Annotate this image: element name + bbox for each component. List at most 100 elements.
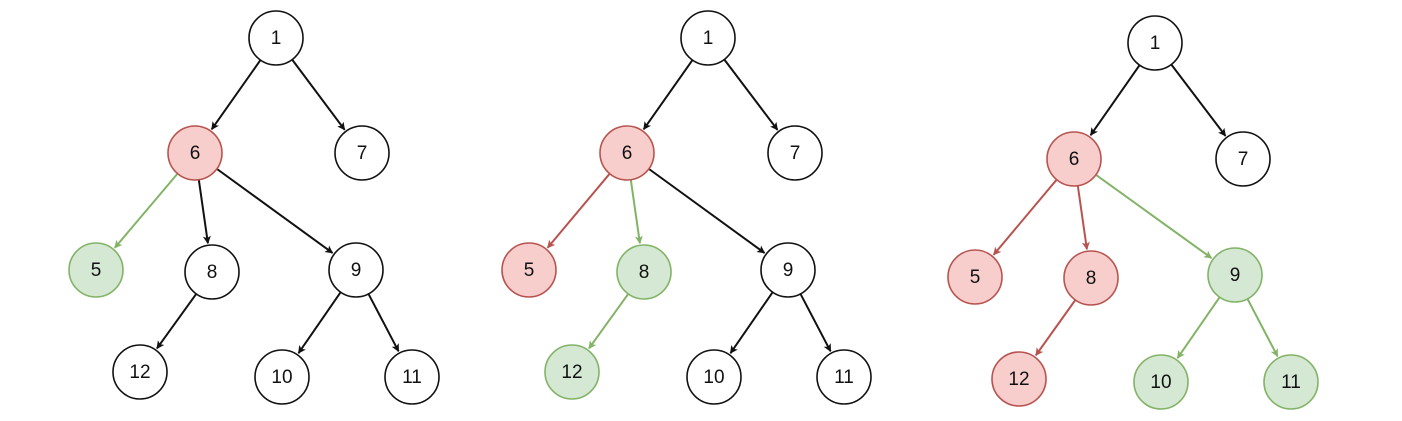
node-circle bbox=[1127, 15, 1183, 71]
node-label: 10 bbox=[703, 367, 724, 388]
edge-1-to-6 bbox=[210, 59, 262, 130]
tree-node-9: 9 bbox=[760, 242, 816, 298]
edge-1-to-7 bbox=[1170, 63, 1227, 137]
tree-diagram-1: 1 6 7 5 8 9 12 10 11 bbox=[68, 10, 440, 405]
node-circle bbox=[760, 242, 816, 298]
node-circle bbox=[1133, 354, 1189, 410]
tree-node-8: 8 bbox=[184, 244, 240, 300]
tree-node-10: 10 bbox=[1133, 354, 1189, 410]
edge-8-to-12 bbox=[156, 293, 198, 350]
tree-node-8: 8 bbox=[1063, 250, 1119, 306]
node-label: 8 bbox=[207, 262, 218, 283]
node-label: 5 bbox=[91, 260, 102, 281]
edge-6-to-9 bbox=[648, 168, 766, 254]
node-label: 11 bbox=[402, 367, 422, 388]
edge-1-to-6 bbox=[642, 59, 694, 130]
tree-node-9: 9 bbox=[328, 242, 384, 298]
tree-node-8: 8 bbox=[616, 244, 672, 300]
node-circle bbox=[167, 125, 223, 181]
node-circle bbox=[1263, 354, 1319, 410]
edge-6-to-5 bbox=[992, 179, 1058, 256]
node-label: 9 bbox=[783, 260, 794, 281]
node-label: 1 bbox=[271, 28, 282, 49]
node-circle bbox=[1063, 250, 1119, 306]
node-circle bbox=[947, 249, 1003, 305]
tree-node-5: 5 bbox=[947, 249, 1003, 305]
node-label: 10 bbox=[1150, 372, 1171, 393]
tree-node-9: 9 bbox=[1207, 247, 1263, 303]
node-label: 12 bbox=[561, 362, 582, 383]
edge-1-to-7 bbox=[291, 59, 346, 131]
node-label: 6 bbox=[622, 143, 633, 164]
edge-9-to-11 bbox=[1246, 298, 1279, 358]
tree-node-12: 12 bbox=[544, 344, 600, 400]
tree-node-1: 1 bbox=[680, 10, 736, 66]
node-label: 1 bbox=[1150, 33, 1161, 54]
edge-6-to-8 bbox=[197, 179, 211, 245]
tree-node-7: 7 bbox=[334, 125, 390, 181]
tree-node-6: 6 bbox=[1046, 131, 1102, 187]
tree-node-7: 7 bbox=[1215, 131, 1271, 187]
node-circle bbox=[334, 125, 390, 181]
edge-6-to-9 bbox=[216, 168, 334, 254]
node-circle bbox=[686, 349, 742, 405]
edge-9-to-10 bbox=[1176, 296, 1221, 359]
node-circle bbox=[184, 244, 240, 300]
node-circle bbox=[544, 344, 600, 400]
node-label: 12 bbox=[129, 362, 150, 383]
tree-node-12: 12 bbox=[991, 351, 1047, 407]
edge-9-to-11 bbox=[799, 293, 832, 353]
tree-node-5: 5 bbox=[501, 242, 557, 298]
tree-node-10: 10 bbox=[254, 349, 310, 405]
node-label: 10 bbox=[271, 367, 292, 388]
node-circle bbox=[599, 125, 655, 181]
node-circle bbox=[248, 10, 304, 66]
tree-node-6: 6 bbox=[599, 125, 655, 181]
tree-diagram-2: 1 6 7 5 8 9 12 10 11 bbox=[501, 10, 872, 405]
node-label: 8 bbox=[639, 262, 650, 283]
tree-node-11: 11 bbox=[816, 349, 872, 405]
node-circle bbox=[680, 10, 736, 66]
tree-diagram-3: 1 6 7 5 8 9 12 10 11 bbox=[947, 15, 1319, 410]
node-circle bbox=[816, 349, 872, 405]
node-circle bbox=[1215, 131, 1271, 187]
tree-node-11: 11 bbox=[1263, 354, 1319, 410]
node-label: 7 bbox=[357, 143, 368, 164]
edge-9-to-11 bbox=[367, 293, 400, 353]
node-label: 8 bbox=[1086, 268, 1097, 289]
tree-node-6: 6 bbox=[167, 125, 223, 181]
tree-node-10: 10 bbox=[686, 349, 742, 405]
edge-8-to-12 bbox=[588, 293, 630, 350]
node-label: 12 bbox=[1008, 369, 1029, 390]
node-label: 7 bbox=[790, 143, 801, 164]
edge-6-to-8 bbox=[1076, 185, 1090, 251]
node-label: 11 bbox=[834, 367, 854, 388]
node-circle bbox=[112, 344, 168, 400]
node-label: 1 bbox=[703, 28, 714, 49]
node-label: 5 bbox=[524, 260, 535, 281]
node-circle bbox=[1207, 247, 1263, 303]
edge-9-to-10 bbox=[297, 291, 342, 354]
node-label: 7 bbox=[1238, 149, 1249, 170]
node-label: 6 bbox=[190, 143, 201, 164]
edge-6-to-5 bbox=[546, 173, 611, 249]
edge-8-to-12 bbox=[1035, 299, 1077, 357]
node-circle bbox=[254, 349, 310, 405]
edge-6-to-9 bbox=[1095, 173, 1213, 259]
node-circle bbox=[328, 242, 384, 298]
node-label: 9 bbox=[351, 260, 362, 281]
node-circle bbox=[991, 351, 1047, 407]
edge-6-to-8 bbox=[629, 179, 643, 245]
edge-1-to-6 bbox=[1089, 64, 1141, 136]
tree-node-12: 12 bbox=[112, 344, 168, 400]
tree-node-1: 1 bbox=[1127, 15, 1183, 71]
node-circle bbox=[1046, 131, 1102, 187]
node-label: 6 bbox=[1069, 149, 1080, 170]
edge-9-to-10 bbox=[729, 291, 774, 354]
tree-node-7: 7 bbox=[767, 125, 823, 181]
node-circle bbox=[68, 242, 124, 298]
node-circle bbox=[616, 244, 672, 300]
node-circle bbox=[501, 242, 557, 298]
node-label: 9 bbox=[1230, 265, 1241, 286]
